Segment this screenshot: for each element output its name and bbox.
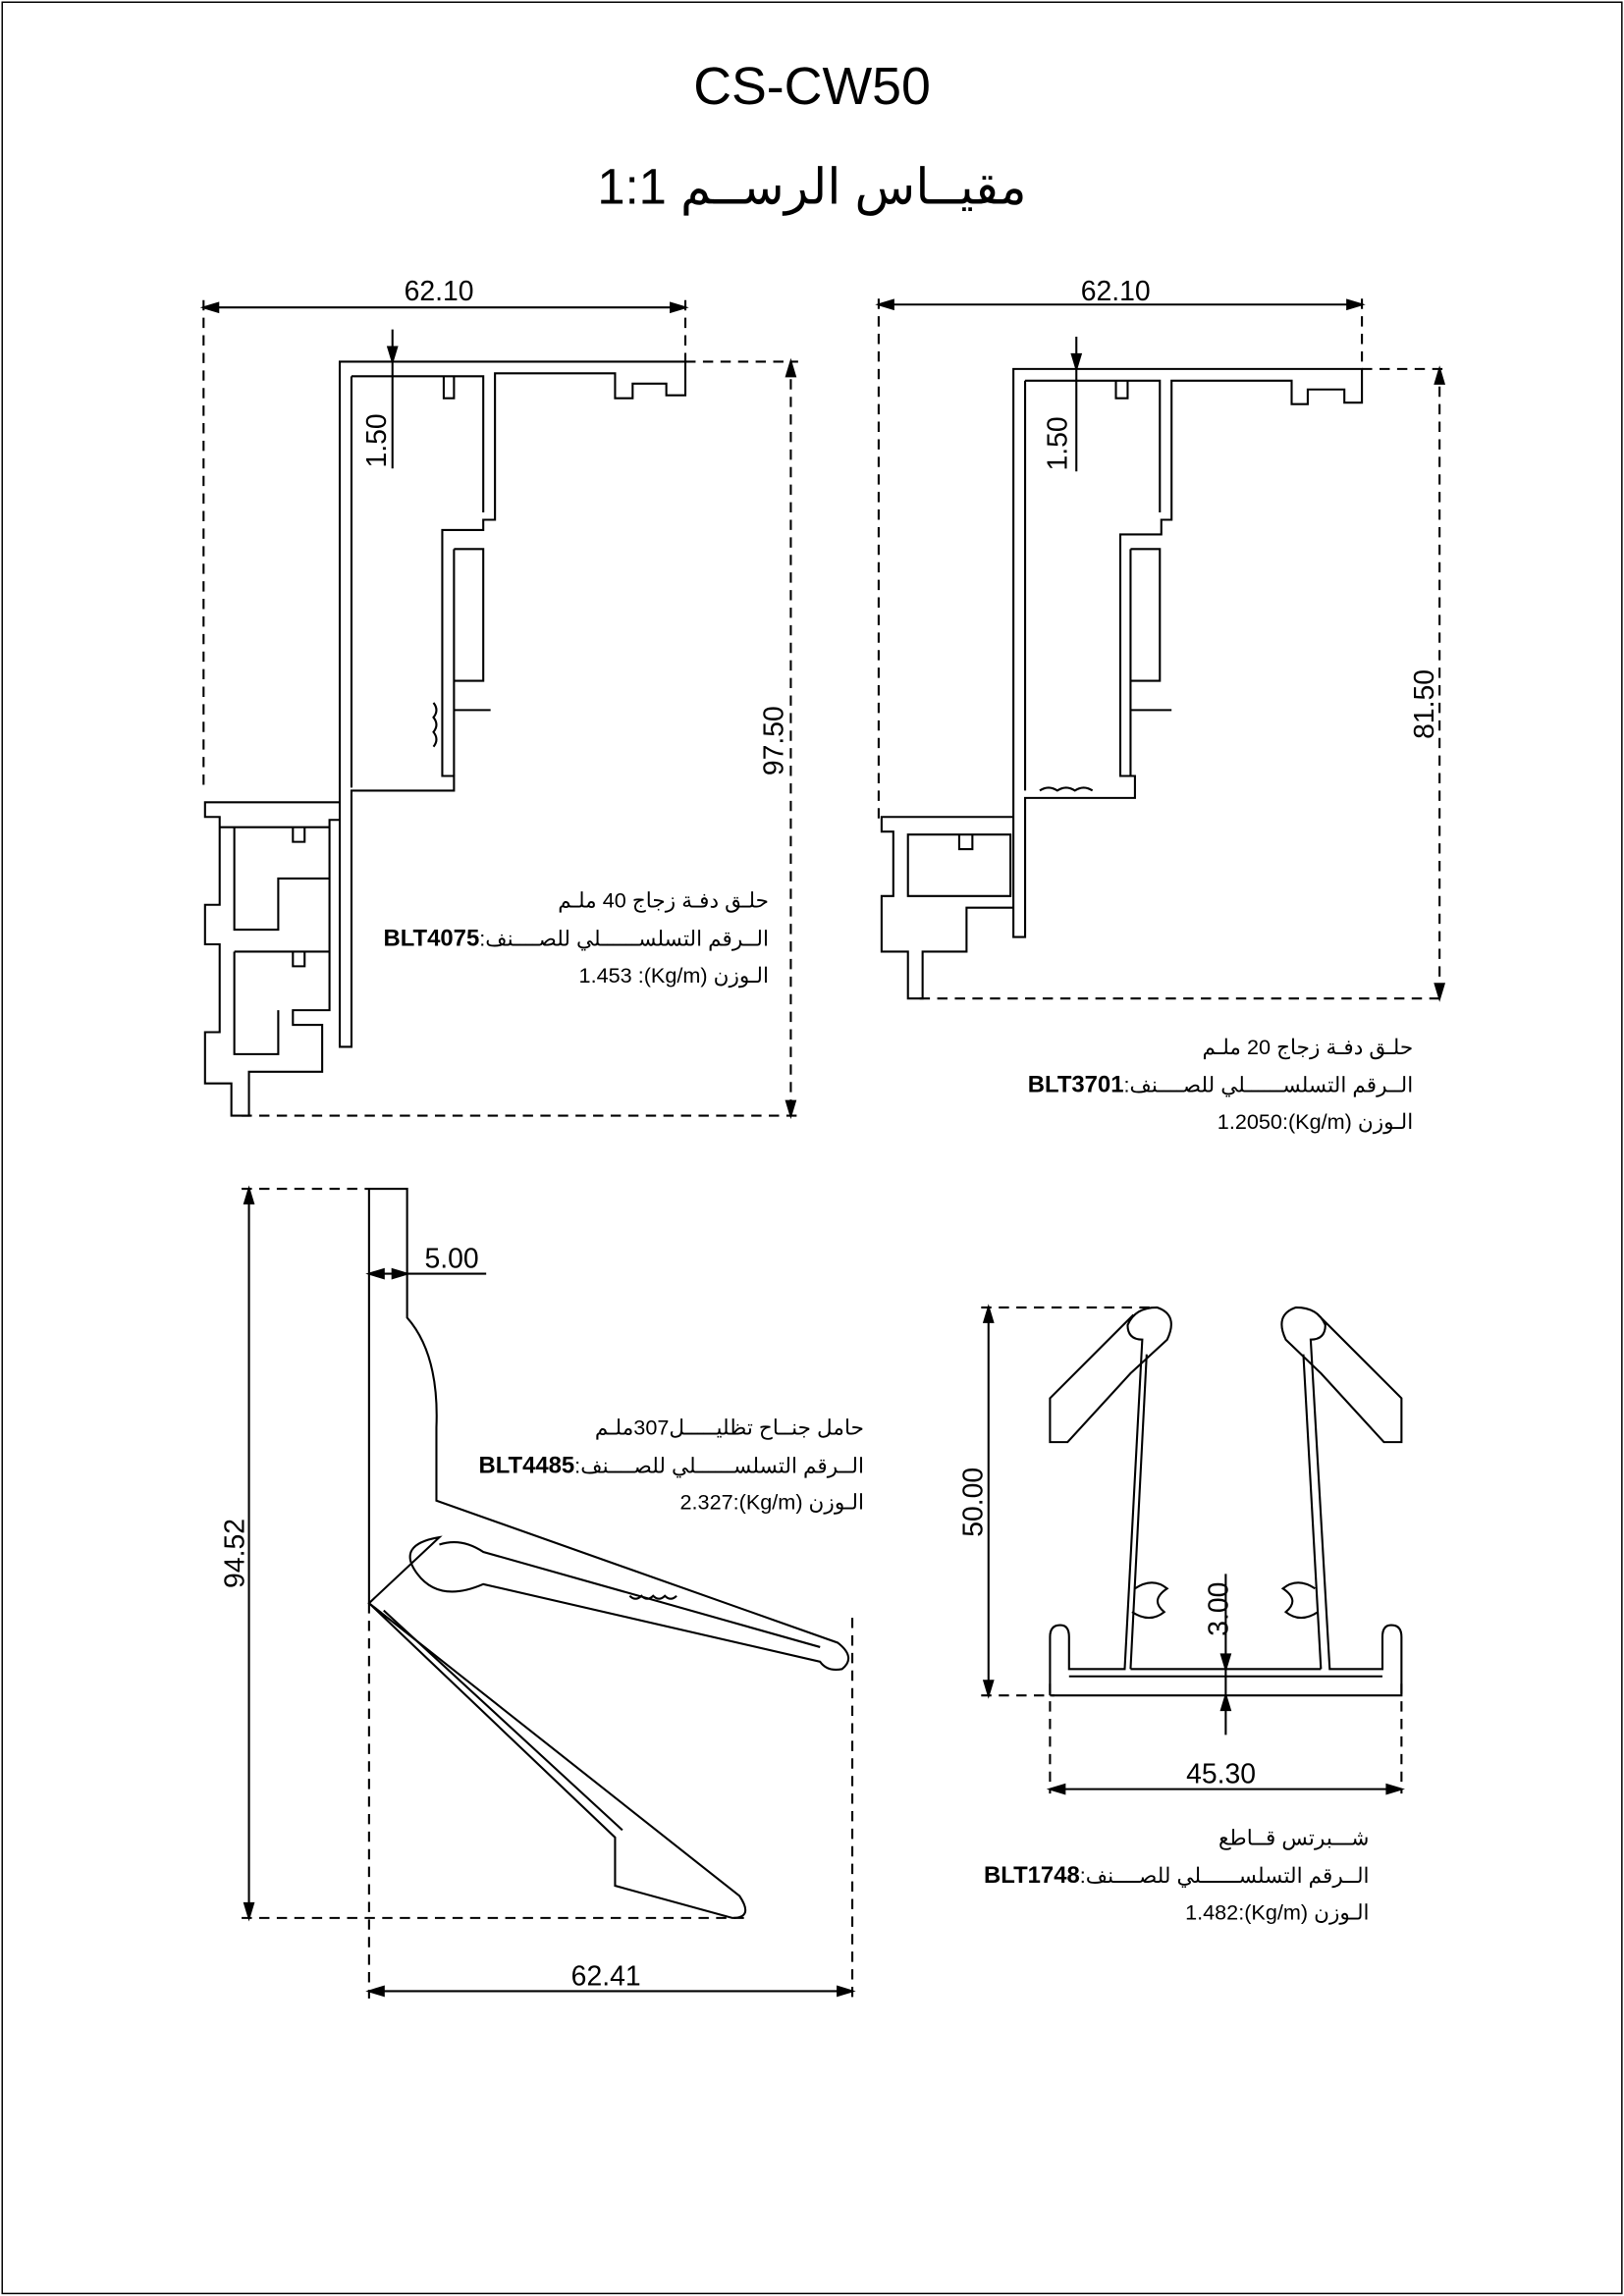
profile-inner (906, 379, 1172, 897)
profile-name: حلـق دفـة زجاج 20 ملـم (1202, 1036, 1414, 1060)
code-label: الــرقم التسلســــــلي للصــــنف: (1079, 1865, 1370, 1890)
profile-code: BLT4075 (383, 927, 480, 952)
code-label: الــرقم التسلســــــلي للصــــنف: (1123, 1074, 1414, 1098)
profile-blt4485 (242, 1185, 856, 1999)
dim-arrows (982, 1304, 1405, 1795)
profile-code: BLT4485 (478, 1454, 575, 1479)
weight-label: الـوزن (Kg/m): (732, 1491, 864, 1516)
dimension-lines (981, 1306, 1403, 1794)
weight-label: الـوزن (Kg/m): (1281, 1111, 1414, 1135)
profile-name: شـــبرتس قــاطع (1218, 1827, 1370, 1851)
dim-width-2: 62.10 (1080, 276, 1151, 308)
dim-height-1: 97.50 (759, 706, 791, 776)
dim-thickness-2: 1.50 (1043, 416, 1075, 471)
dim-thickness-1: 1.50 (362, 413, 394, 468)
dim-thickness-4: 3.00 (1204, 1581, 1236, 1636)
dimension-lines (202, 299, 798, 1117)
weight-value: 1.453 (578, 964, 632, 988)
profile-blt3701 (875, 298, 1447, 1002)
dim-width-4: 45.30 (1186, 1759, 1257, 1791)
profile-inner (383, 1541, 821, 1832)
profile-name: حلـق دفـة زجاج 40 ملـم (558, 889, 770, 914)
profile-inner (1068, 1354, 1382, 1678)
profile-code: BLT1748 (984, 1863, 1080, 1890)
profile-blt1748 (981, 1304, 1405, 1795)
profile-inner (219, 375, 491, 1055)
weight-label: الـوزن (Kg/m): (1238, 1901, 1370, 1926)
weight-value: 1.2050 (1217, 1111, 1282, 1135)
weight-label: الـوزن (Kg/m): (637, 964, 770, 988)
profile-outline (880, 367, 1364, 1000)
dim-width-1: 62.10 (404, 276, 474, 308)
scale-label: مقيــاس الرســم 1:1 (597, 159, 1027, 216)
profile-blt4075 (199, 299, 798, 1120)
code-label: الــرقم التسلســــــلي للصــــنف: (574, 1455, 864, 1479)
dim-height-3: 94.52 (220, 1519, 252, 1588)
dimension-lines (242, 1188, 854, 1999)
weight-value: 1.482 (1185, 1901, 1239, 1926)
dim-arrows (875, 298, 1446, 1002)
dim-arrows (199, 301, 797, 1120)
dim-arrows (243, 1185, 856, 1998)
dim-height-4: 50.00 (958, 1467, 990, 1537)
profile-outline (367, 1188, 850, 1919)
dim-width-3: 62.41 (570, 1961, 641, 1993)
page-title: CS-CW50 (693, 55, 931, 116)
code-label: الــرقم التسلســــــلي للصــــنف: (479, 928, 770, 952)
profile-code: BLT3701 (1027, 1073, 1124, 1098)
dim-height-2: 81.50 (1409, 668, 1441, 739)
profile-outline (203, 360, 687, 1117)
profile-outline (1049, 1306, 1403, 1697)
profile-name: حامل جنــاح تظليـــــل307ملـم (594, 1416, 864, 1441)
weight-value: 2.327 (679, 1491, 733, 1516)
dim-thickness-3: 5.00 (424, 1244, 479, 1276)
